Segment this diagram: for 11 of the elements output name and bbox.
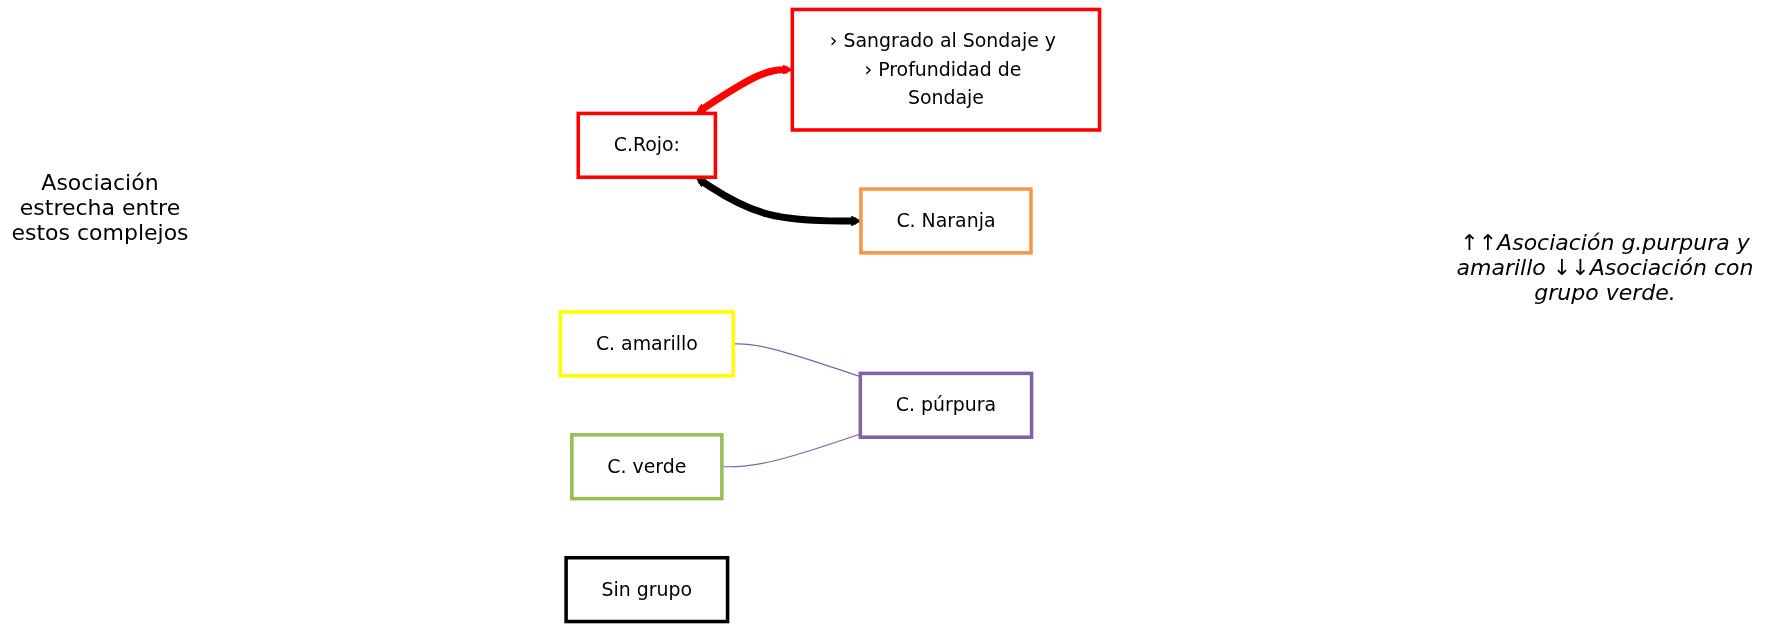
- node-box: C.Rojo:: [576, 111, 718, 179]
- node-box: C. amarillo: [558, 310, 735, 378]
- arrow: [695, 176, 862, 227]
- node-box: Sin grupo: [564, 555, 730, 624]
- note-text: Asociación estrecha entre estos complejos: [10, 170, 190, 245]
- note-text: ↑↑Asociación g.purpura y amarillo ↓↓Asociación con grupo verde.: [1455, 230, 1755, 305]
- node-box: C. púrpura: [858, 371, 1034, 439]
- node-box: C. verde: [570, 433, 724, 501]
- arrow: [695, 64, 793, 114]
- node-box: C. Naranja: [859, 187, 1033, 255]
- node-box: › Sangrado al Sondaje y › Profundidad de Sondaje: [790, 7, 1102, 132]
